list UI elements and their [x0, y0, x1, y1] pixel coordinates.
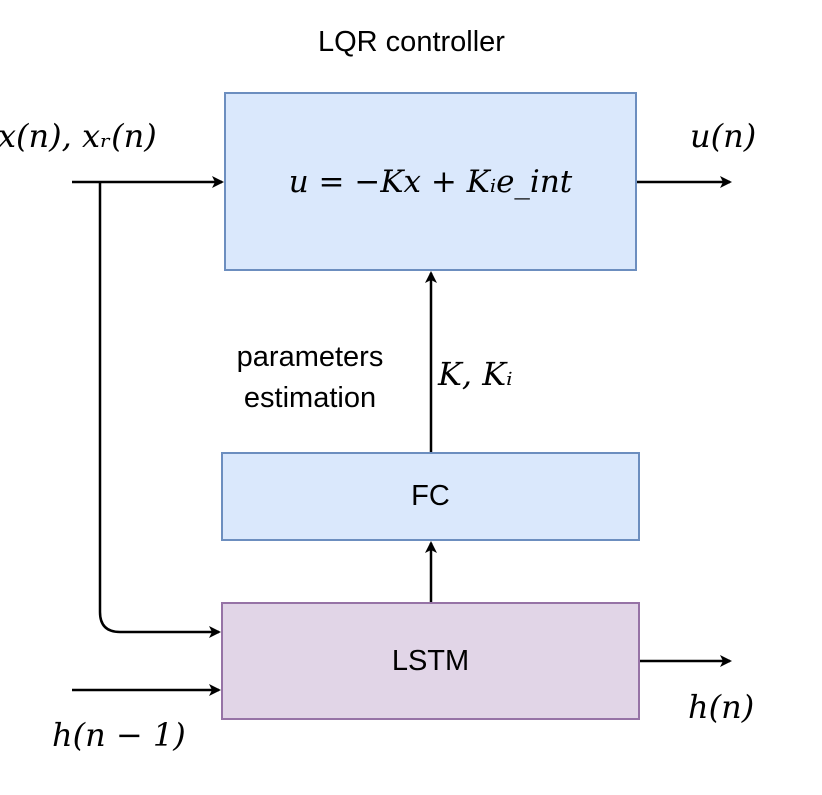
- input-signal-label: x(n), xᵣ(n): [0, 117, 157, 155]
- parameters-estimation-label: parameters estimation: [210, 337, 410, 419]
- diagram-title: LQR controller: [318, 26, 505, 58]
- lqr-block: u = −Kx + Kᵢe_int: [224, 92, 637, 271]
- fc-block: FC: [221, 452, 640, 541]
- parameters-label: parameters: [236, 341, 384, 373]
- arrow-input-to-lstm: [98, 182, 221, 638]
- fc-label: FC: [411, 480, 450, 512]
- output-signal-label: u(n): [690, 117, 757, 155]
- gains-label: K, Kᵢ: [438, 355, 513, 393]
- lstm-block: LSTM: [221, 602, 640, 720]
- lstm-label: LSTM: [391, 644, 470, 677]
- hidden-state-output-label: h(n): [688, 688, 755, 726]
- lqr-formula: u = −Kx + Kᵢe_int: [288, 163, 573, 200]
- hidden-state-input-label: h(n − 1): [52, 716, 186, 754]
- estimation-label: estimation: [243, 382, 377, 414]
